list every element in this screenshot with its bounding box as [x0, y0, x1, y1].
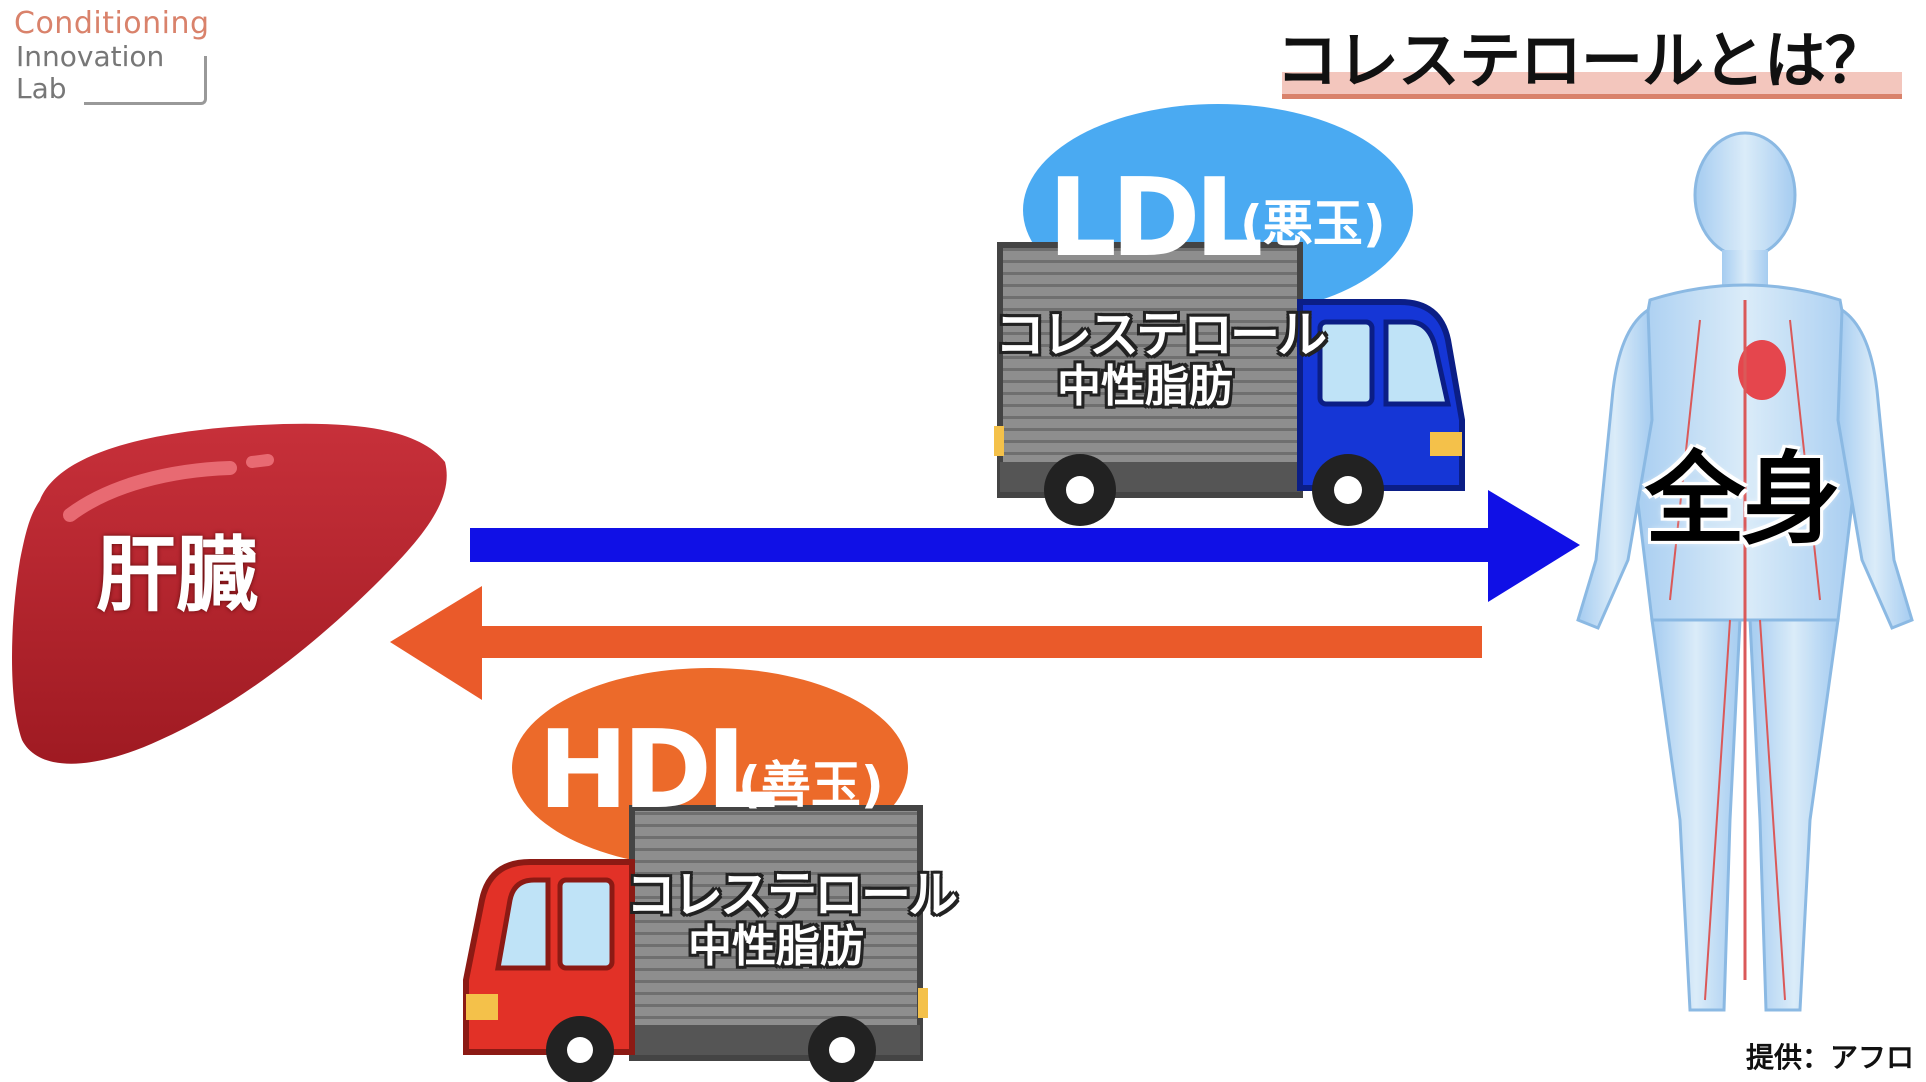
ldl-cargo-label: コレステロール 中性脂肪 — [995, 306, 1327, 412]
liver-label: 肝臓 — [96, 528, 258, 623]
ldl-cargo-line-2: 中性脂肪 — [1057, 361, 1233, 412]
title-block: コレステロールとは？ — [1276, 10, 1906, 100]
arrow-to-liver-shaft — [480, 626, 1482, 658]
hdl-cargo-box — [629, 805, 923, 1061]
arrow-to-liver — [390, 586, 1482, 700]
ldl-name: LDL — [1048, 156, 1263, 281]
arrow-to-body-head — [1488, 490, 1580, 602]
heart — [1738, 340, 1786, 400]
hdl-cargo-label: コレステロール 中性脂肪 — [626, 866, 958, 972]
arrow-to-body — [470, 490, 1580, 602]
body-label: 全身 — [1645, 441, 1841, 558]
hdl-name: HDL — [538, 708, 775, 833]
logo-line-2: Innovation — [16, 40, 165, 73]
hdl-cargo-line-2: 中性脂肪 — [688, 921, 864, 972]
logo-line-1: Conditioning — [14, 6, 210, 41]
hdl-cab-window-2 — [557, 877, 615, 971]
arrow-to-liver-head — [390, 586, 482, 700]
hdl-cab-window-1 — [495, 877, 551, 971]
page-title: コレステロールとは？ — [1276, 24, 1887, 97]
arrow-to-body-shaft — [470, 528, 1490, 562]
hdl-cargo-base — [632, 1025, 920, 1055]
liver-highlight-dot — [246, 454, 274, 468]
ldl-headlight — [1430, 432, 1462, 456]
hdl-headlight — [466, 994, 498, 1020]
hdl-truck — [463, 805, 928, 1082]
hdl-cargo-line-1: コレステロール — [626, 866, 958, 924]
ldl-cab-window-1 — [1317, 319, 1375, 407]
logo: Conditioning Innovation Lab — [14, 6, 214, 106]
ldl-cab-window-2 — [1383, 319, 1452, 407]
image-credit: 提供：アフロ — [1745, 1041, 1914, 1074]
hdl-taillight — [918, 988, 928, 1018]
logo-line-3: Lab — [16, 72, 67, 105]
ldl-note: (悪玉) — [1240, 195, 1386, 253]
ldl-taillight — [994, 426, 1004, 456]
ldl-cargo-line-1: コレステロール — [995, 306, 1327, 364]
logo-bracket — [84, 56, 207, 105]
liver-shape — [12, 423, 447, 764]
ldl-truck — [994, 242, 1465, 526]
title-underline — [1282, 72, 1902, 99]
human-body-illustration — [1576, 131, 1914, 1012]
liver-illustration — [12, 423, 447, 764]
liver-highlight — [63, 461, 237, 522]
hdl-note: (善玉) — [738, 756, 884, 814]
